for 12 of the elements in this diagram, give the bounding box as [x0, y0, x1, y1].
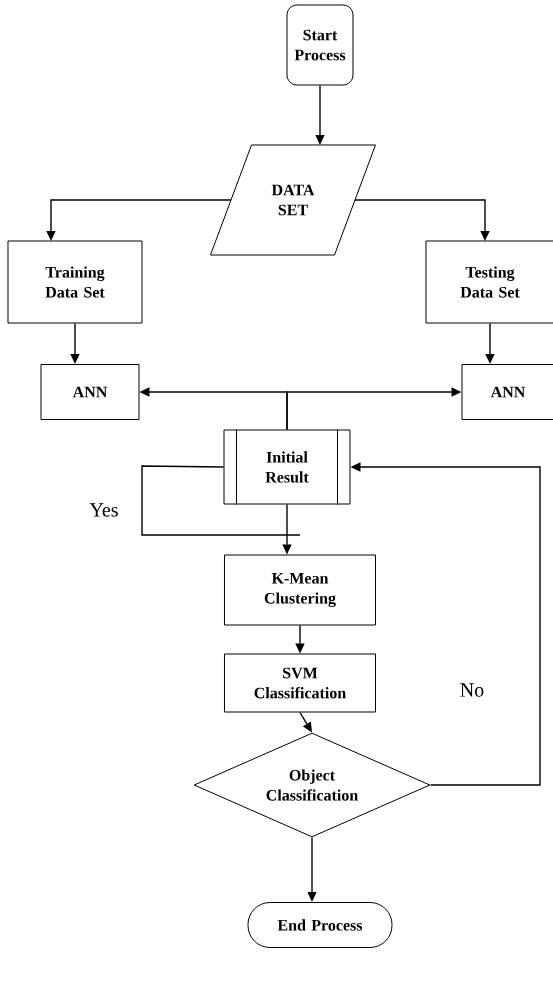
process-box: Training Data Set [7, 240, 143, 324]
data-parallelogram: DATA SET [210, 144, 376, 256]
process-box: SVM Classification [224, 653, 376, 713]
process-box: K-Mean Clustering [224, 554, 376, 626]
terminal-box: End Process [247, 902, 393, 948]
process-box: Testing Data Set [425, 240, 553, 324]
process-box: ANN [40, 364, 140, 420]
process-box: ANN [461, 364, 553, 420]
edge-label: No [460, 683, 484, 697]
start-box: Start Process [286, 4, 354, 86]
predefined-process-box: Initial Result [223, 429, 351, 505]
edge-label: Yes [89, 503, 118, 517]
